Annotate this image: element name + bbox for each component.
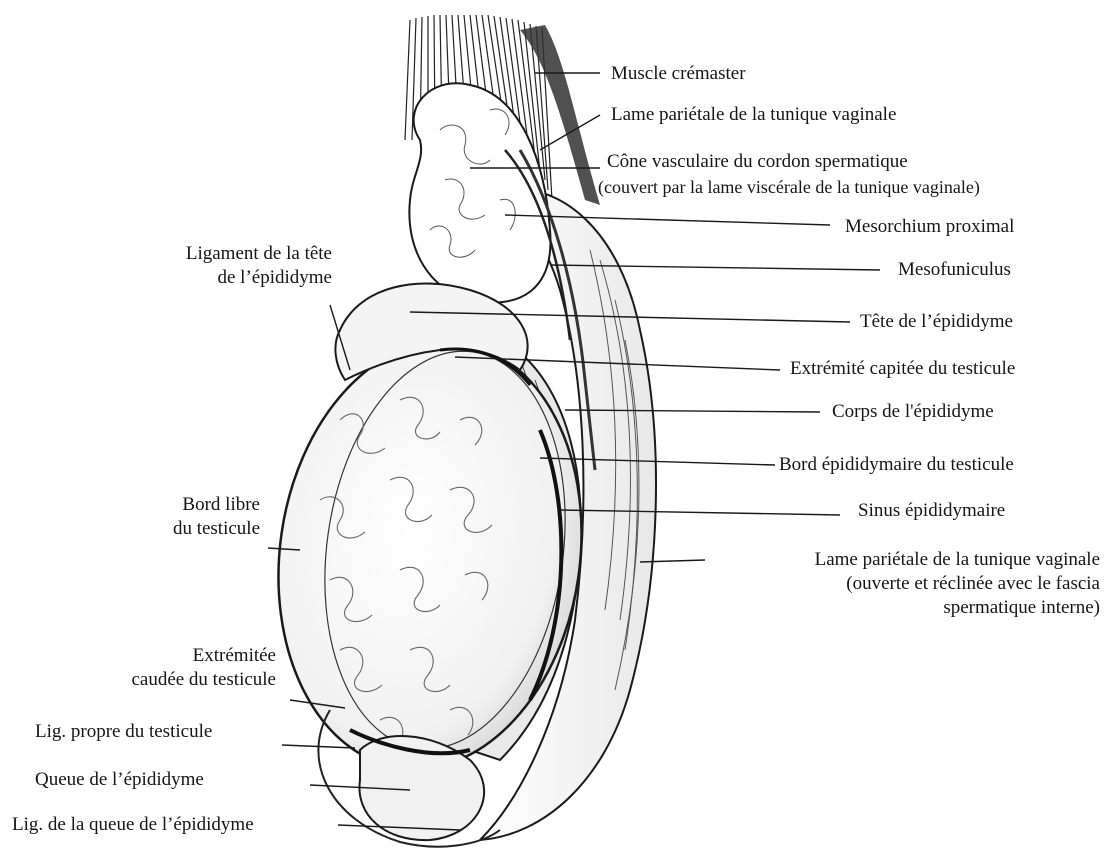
label-cone-vasculaire-note: (couvert par la lame viscérale de la tun… [598,175,980,199]
label-ligament-tete-line2: de l’épididyme [100,266,332,290]
label-lig-propre: Lig. propre du testicule [35,720,212,744]
label-tete-epididyme: Tête de l’épididyme [860,310,1013,334]
label-corps-epididyme: Corps de l'épididyme [832,400,994,424]
label-bord-epididymaire: Bord épididymaire du testicule [779,453,1014,477]
label-lig-queue: Lig. de la queue de l’épididyme [12,813,254,837]
label-extremite-caudee-line2: caudée du testicule [100,668,276,692]
vascular-cone [409,83,550,302]
label-queue-epididyme: Queue de l’épididyme [35,768,204,792]
label-extremite-caudee: Extrémitée caudée du testicule [100,644,276,692]
label-muscle-cremaster: Muscle crémaster [611,62,746,86]
label-cone-vasculaire: Cône vasculaire du cordon spermatique [607,150,908,174]
label-lame-parietale-open-line1: Lame pariétale de la tunique vaginale [715,548,1100,572]
label-bord-libre: Bord libre du testicule [120,493,260,541]
label-mesofuniculus: Mesofuniculus [898,258,1011,282]
label-extremite-caudee-line1: Extrémitée [100,644,276,668]
label-extremite-capitee: Extrémité capitée du testicule [790,357,1015,381]
label-sinus-epididymaire: Sinus épididymaire [858,499,1005,523]
label-lame-parietale-open-line3: spermatique interne) [715,596,1100,620]
label-mesorchium: Mesorchium proximal [845,215,1014,239]
label-lame-parietale-open-line2: (ouverte et réclinée avec le fascia [715,572,1100,596]
label-lame-parietale-open: Lame pariétale de la tunique vaginale (o… [715,548,1100,620]
label-ligament-tete-line1: Ligament de la tête [100,242,332,266]
label-cone-vasculaire-line1: Cône vasculaire du cordon spermatique [607,150,908,174]
label-ligament-tete: Ligament de la tête de l’épididyme [100,242,332,290]
label-lame-parietale-top: Lame pariétale de la tunique vaginale [611,103,896,127]
label-bord-libre-line2: du testicule [120,517,260,541]
label-bord-libre-line1: Bord libre [120,493,260,517]
